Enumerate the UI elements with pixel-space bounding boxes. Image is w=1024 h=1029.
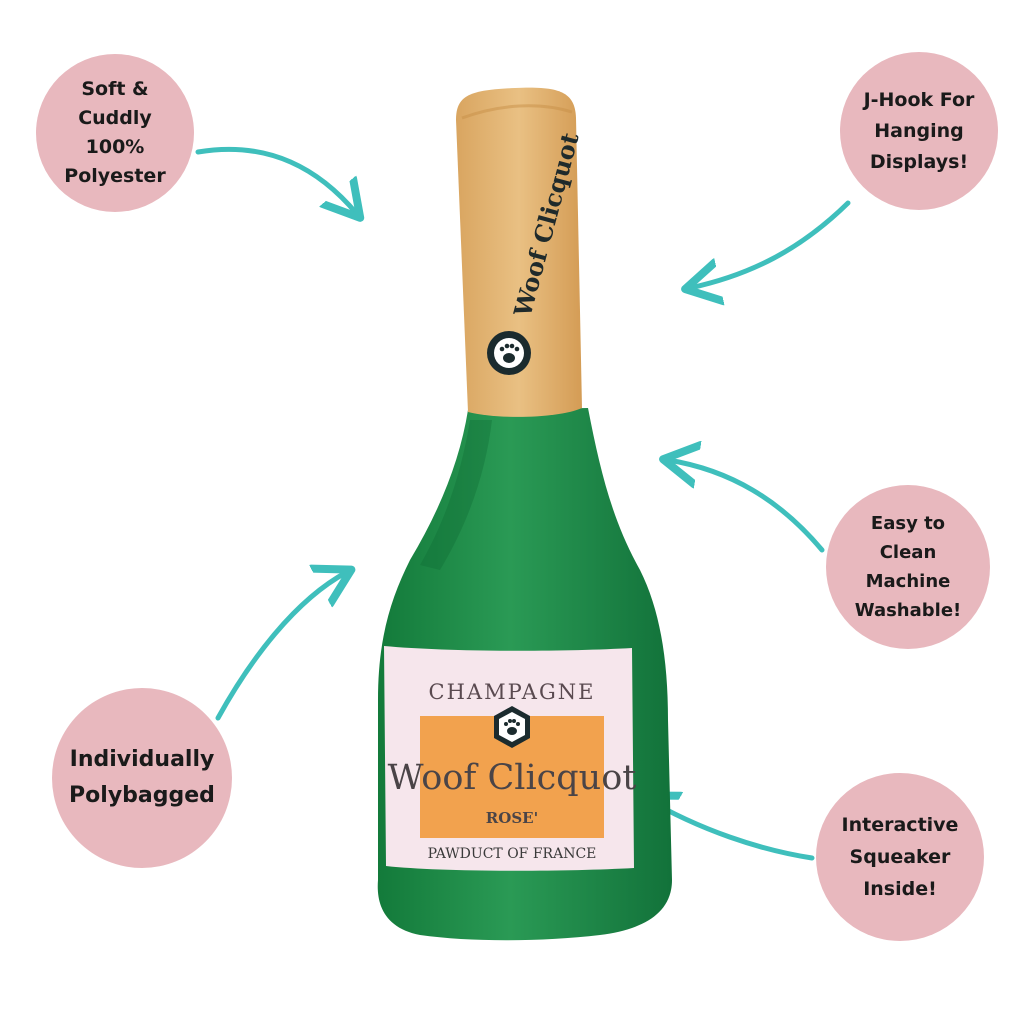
- callout-soft-line: Soft &: [81, 78, 149, 100]
- callout-polybagged: Individually Polybagged: [52, 688, 232, 868]
- label-bottom-text: PAWDUCT OF FRANCE: [428, 846, 597, 862]
- callout-j-hook: J-Hook For Hanging Displays!: [840, 52, 998, 210]
- callout-squeak-line: Interactive: [841, 814, 959, 836]
- arrow-jhook: [690, 200, 851, 288]
- label-brand-text: Woof Clicquot: [388, 758, 637, 798]
- paw-icon: [499, 343, 520, 363]
- callout-squeak-line: Inside!: [863, 878, 937, 900]
- callout-clean-line: Easy to: [870, 513, 946, 534]
- callout-clean-line: Machine: [865, 571, 951, 592]
- callout-soft-line: Polyester: [64, 165, 166, 187]
- callout-soft-line: Cuddly: [78, 107, 152, 129]
- label-top-text: CHAMPAGNE: [429, 680, 596, 704]
- callout-soft-cuddly: Soft & Cuddly 100% Polyester: [36, 54, 194, 212]
- arrow-bagged: [215, 572, 347, 721]
- callout-jhook-line: Hanging: [874, 119, 964, 142]
- callout-clean-line: Washable!: [854, 600, 962, 621]
- callout-squeak-line: Squeaker: [849, 846, 951, 868]
- label-variety-text: ROSE': [486, 809, 538, 827]
- arrow-soft: [195, 146, 357, 214]
- callout-squeaker: Interactive Squeaker Inside!: [816, 773, 984, 941]
- callout-bagged-line: Polybagged: [69, 783, 215, 808]
- callout-easy-clean: Easy to Clean Machine Washable!: [826, 485, 990, 649]
- callout-bagged-line: Individually: [69, 747, 215, 772]
- callout-soft-line: 100%: [85, 136, 145, 158]
- callout-jhook-line: J-Hook For: [863, 88, 975, 111]
- callout-jhook-line: Displays!: [869, 150, 969, 173]
- bottle-cap: [456, 87, 582, 417]
- callout-clean-line: Clean: [879, 542, 937, 563]
- arrow-clean: [668, 460, 825, 553]
